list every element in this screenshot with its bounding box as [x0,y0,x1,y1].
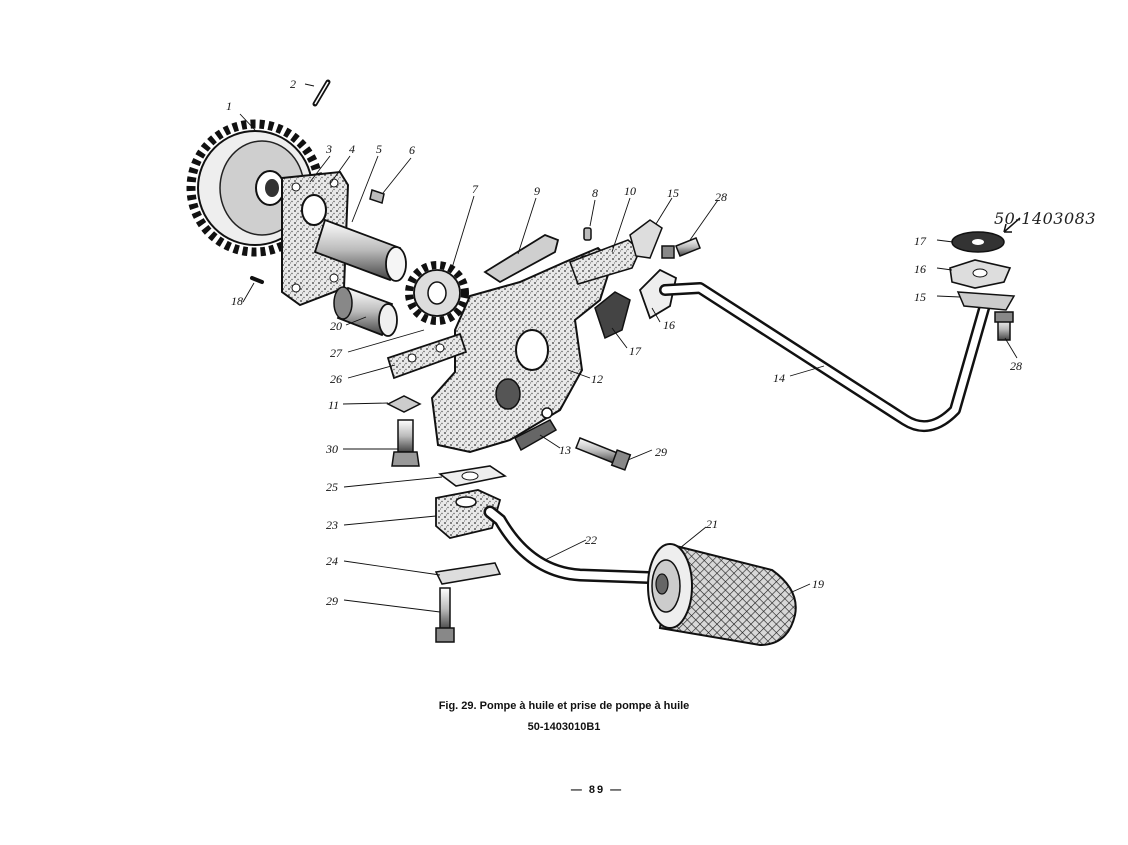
callout-19: 19 [812,577,824,591]
callout-18: 18 [231,294,243,308]
handwritten-note: 50-1403083 [994,209,1097,228]
lock-washer-part [386,395,422,413]
key-part [369,189,385,204]
callout-29-lower: 29 [326,594,338,608]
callout-27: 27 [330,346,342,360]
callout-17-right: 17 [914,234,926,248]
clamp-plate-part [434,562,502,585]
callout-15-right: 15 [914,290,926,304]
intake-gasket-hole [461,471,479,481]
intake-housing-part [435,489,502,539]
oil-tube-part [659,282,991,433]
callout-22: 22 [585,533,597,547]
callout-11: 11 [328,398,340,412]
flange-right-hole [972,268,988,278]
bolt-30-part [391,419,420,467]
pump-gear-part [405,261,469,325]
callout-26: 26 [330,372,342,386]
callout-14: 14 [773,371,785,385]
callout-7: 7 [472,182,478,196]
intake-pipe-part [483,505,669,585]
callout-21: 21 [706,517,718,531]
note-arrow [1003,217,1021,233]
callout-6: 6 [409,143,415,157]
pump-cover-part [281,170,350,307]
callout-28-top: 28 [715,190,727,204]
callout-16-right: 16 [914,262,926,276]
callout-8: 8 [592,186,598,200]
callout-13: 13 [559,443,571,457]
callout-1: 1 [226,99,232,113]
clip-right-part [956,291,1016,311]
callout-30: 30 [326,442,338,456]
callout-25: 25 [326,480,338,494]
driven-cylinder-part [333,286,398,337]
relief-valve-part [386,332,468,380]
bolt-29-lower-part [435,587,455,643]
callout-17-left: 17 [629,344,641,358]
small-pin-part [250,276,264,284]
gasket-left-part [594,291,631,340]
callout-12: 12 [591,372,603,386]
bolt-29-upper-part [575,437,632,471]
callout-29-upper: 29 [655,445,667,459]
figure-caption: Fig. 29. Pompe à huile et prise de pompe… [438,700,690,712]
gasket-right-hole [972,239,984,245]
callout-28-right: 28 [1010,359,1022,373]
callout-10: 10 [624,184,636,198]
callout-4: 4 [349,142,355,156]
bolt-28-left-part [661,237,701,259]
callout-3: 3 [326,142,332,156]
dowel-part [583,227,592,241]
page-number: — 89 — [570,784,624,796]
pin-part [312,79,331,107]
callout-2: 2 [290,77,296,91]
callout-24: 24 [326,554,338,568]
callout-15-left: 15 [667,186,679,200]
mounting-bracket-part [568,239,641,285]
clip-left-part [629,219,663,259]
callout-23: 23 [326,518,338,532]
bracket-plate-part [483,233,560,284]
callout-16-left: 16 [663,318,675,332]
spring-part [513,419,558,452]
bolt-28-right-part [994,311,1014,341]
callout-9: 9 [534,184,540,198]
oil-strainer-part [647,543,797,647]
figure-part-number: 50-1403010B1 [527,721,601,733]
callout-20: 20 [330,319,342,333]
drive-shaft-part [313,218,407,282]
callout-5: 5 [376,142,382,156]
leader-lines [239,83,1018,613]
